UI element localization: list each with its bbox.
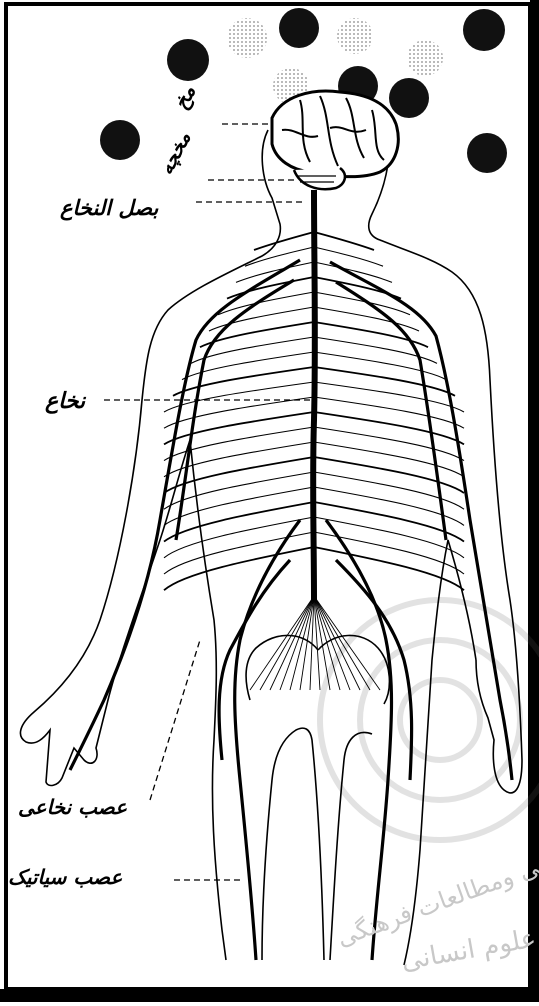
- label-sciatic-nerve: عصب سیاتیک: [8, 865, 122, 889]
- cauda-nerve: [250, 596, 314, 690]
- cerebellum-drawing: [294, 168, 345, 189]
- nerve-branch-left: [254, 232, 314, 250]
- nerve-branch-left: [164, 547, 314, 590]
- label-spinal-cord: نخاع: [45, 388, 85, 414]
- nerve-branch-left: [164, 532, 314, 574]
- nerve-branch-left: [164, 427, 314, 461]
- nerve-branch-left: [173, 367, 314, 396]
- limb-nerves: [70, 260, 512, 960]
- nerve-branch-right: [314, 307, 419, 331]
- spinal-cord-drawing: [313, 190, 315, 600]
- cauda-nerve: [280, 596, 314, 690]
- nerve-branch-left: [164, 382, 314, 412]
- cauda-nerve: [314, 596, 360, 690]
- nerve-branch-right: [314, 232, 374, 250]
- label-spinal-nerve: عصب نخاعی: [18, 795, 127, 819]
- nerve-branch-right: [314, 457, 464, 493]
- cauda-nerve: [314, 596, 380, 690]
- nerve-branch-right: [314, 292, 410, 315]
- bottom-border: [0, 989, 539, 1002]
- cauda-nerve: [260, 596, 314, 690]
- label-medulla: بصل النخاع: [60, 195, 158, 220]
- nerve-branch-right: [314, 532, 464, 574]
- nerve-branch-right: [314, 352, 446, 380]
- nerve-branch-right: [314, 367, 455, 396]
- nerve-branch-right: [314, 442, 464, 477]
- nerve-branch-right: [314, 427, 464, 461]
- nerve-branch-right: [314, 382, 464, 412]
- brain-drawing: [272, 91, 398, 189]
